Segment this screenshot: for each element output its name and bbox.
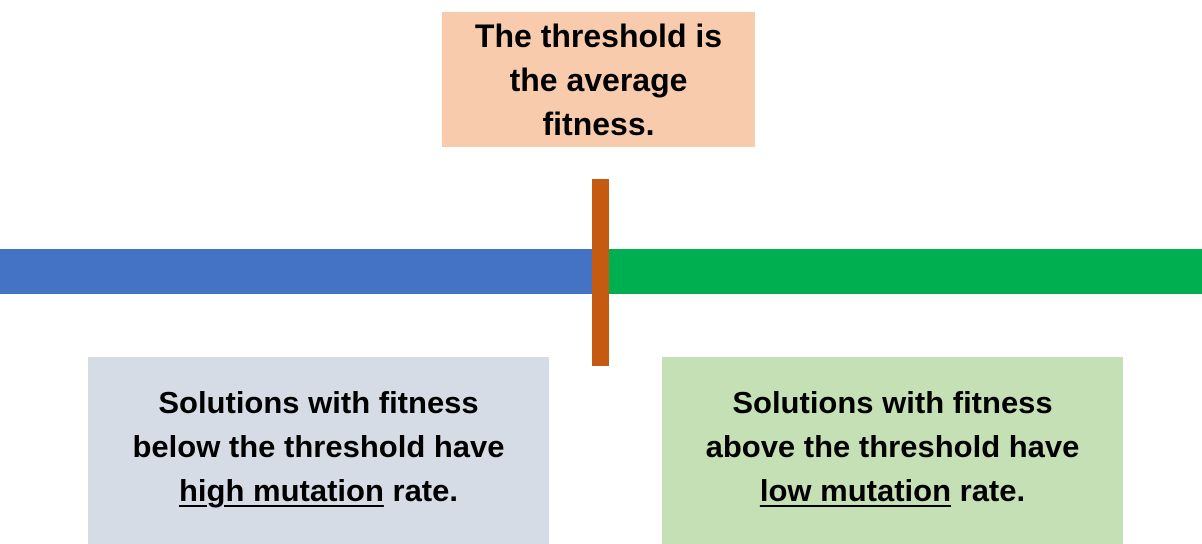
below-text-line: Solutions with fitness [158, 384, 479, 420]
above-threshold-bar [601, 249, 1202, 294]
below-threshold-callout: Solutions with fitness below the thresho… [88, 357, 549, 544]
below-text-line: high mutation rate. [179, 469, 458, 513]
below-text-line: below the threshold have [132, 428, 505, 464]
low-mutation-emphasis: low mutation [759, 472, 952, 508]
threshold-text-line: The threshold is [474, 17, 723, 54]
threshold-text-line: the average [509, 61, 688, 98]
above-text-line: low mutation rate. [760, 469, 1025, 513]
above-text-tail: rate. [951, 472, 1026, 508]
threshold-marker [592, 179, 609, 366]
below-text-tail: rate. [383, 472, 459, 508]
threshold-callout: The threshold is the average fitness. [442, 12, 755, 147]
high-mutation-emphasis: high mutation [178, 472, 384, 508]
above-threshold-callout: Solutions with fitness above the thresho… [662, 357, 1123, 544]
above-text-line: Solutions with fitness [732, 384, 1053, 420]
threshold-text-line: fitness. [542, 105, 655, 142]
above-text-line: above the threshold have [705, 428, 1080, 464]
below-threshold-bar [0, 249, 601, 294]
